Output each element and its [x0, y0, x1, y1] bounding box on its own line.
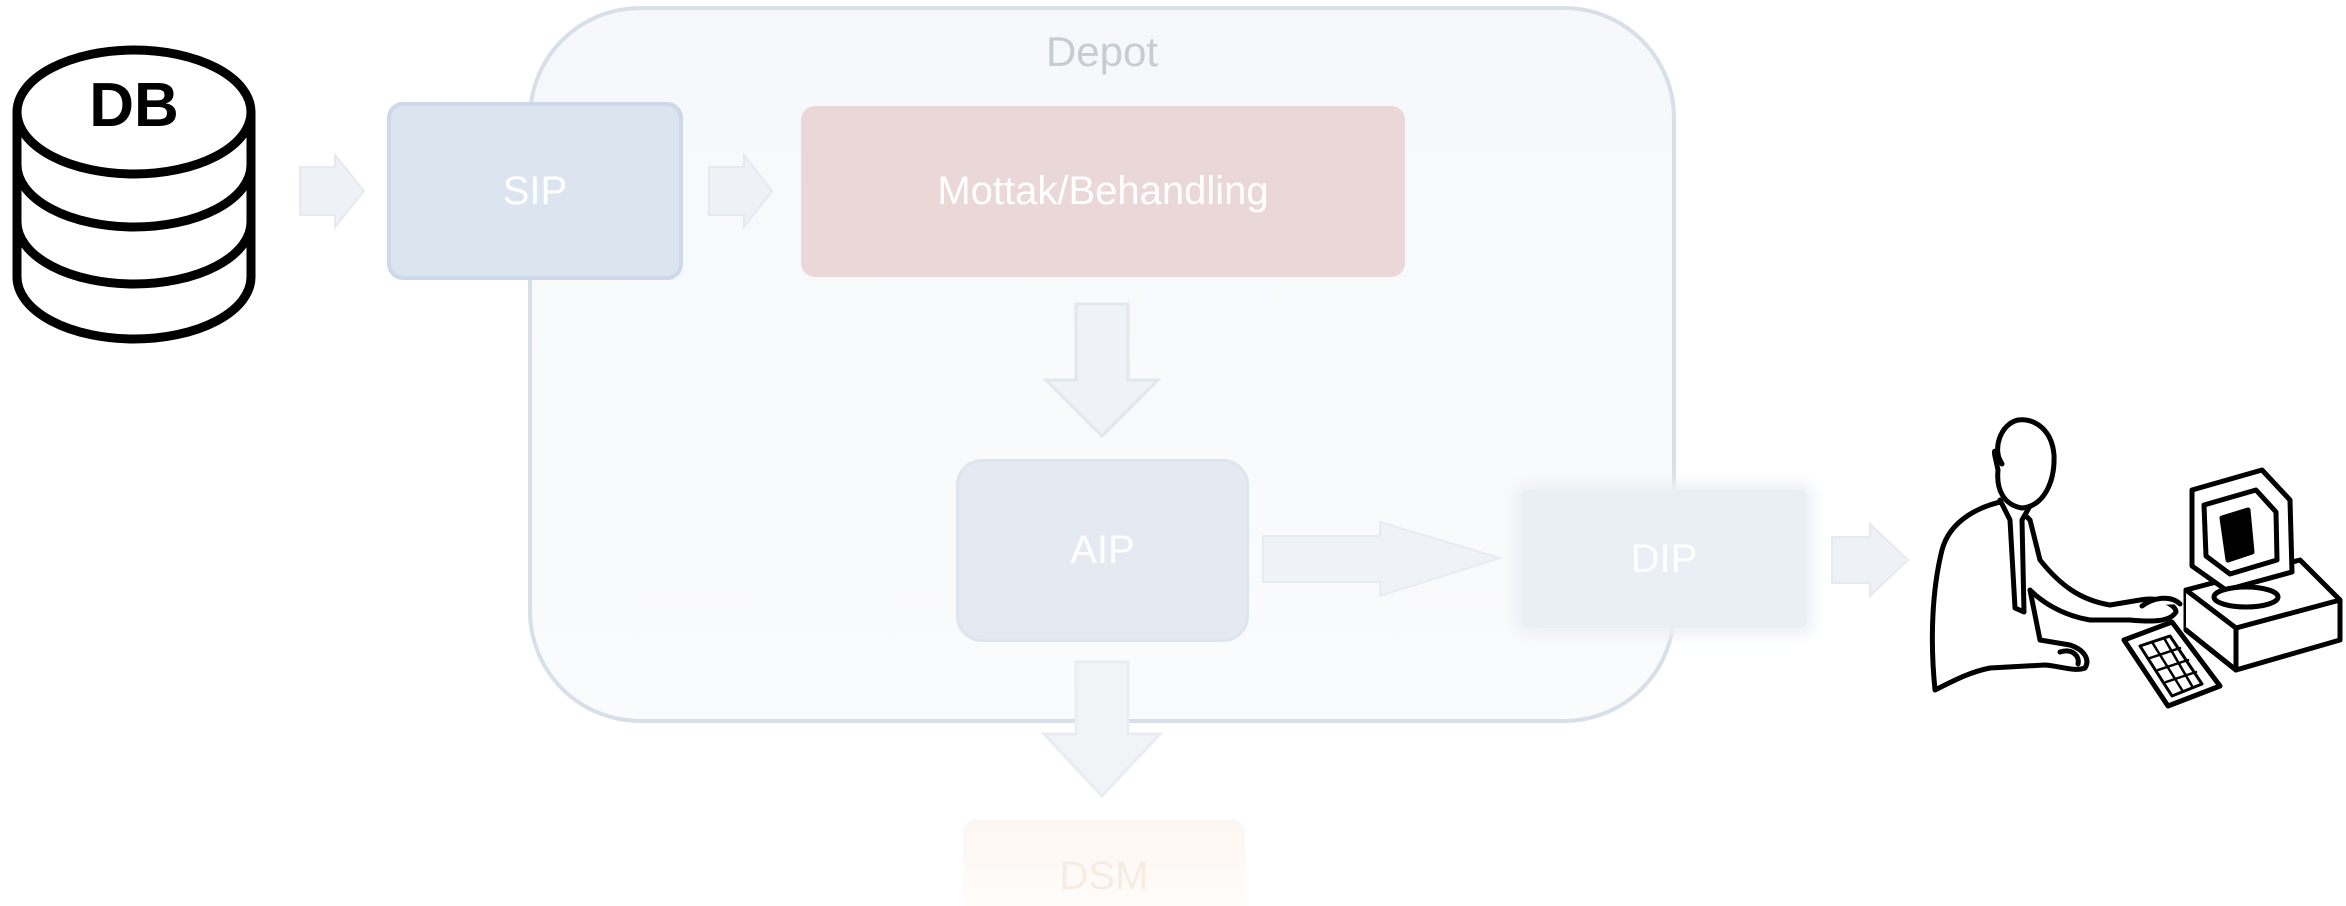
- arrow-right-icon: [1262, 520, 1504, 598]
- mottak-box: Mottak/Behandling: [801, 106, 1405, 277]
- aip-label: AIP: [1070, 528, 1135, 572]
- dsm-label: DSM: [1059, 854, 1149, 898]
- mottak-label: Mottak/Behandling: [937, 169, 1269, 213]
- arrow-right-icon: [1831, 521, 1910, 599]
- sip-label: SIP: [502, 168, 568, 213]
- depot-title: Depot: [1045, 28, 1159, 75]
- arrow-right-icon: [299, 152, 366, 230]
- dip-box: DIP: [1522, 490, 1806, 628]
- user-at-computer-icon: [1929, 417, 2343, 709]
- aip-box: AIP: [956, 459, 1249, 642]
- dsm-box: DSM: [963, 820, 1245, 906]
- database-icon: [12, 45, 256, 344]
- dip-label: DIP: [1630, 536, 1698, 581]
- sip-box: SIP: [387, 102, 683, 280]
- arrow-down-icon: [1042, 302, 1162, 439]
- database-label: DB: [89, 71, 179, 140]
- arrow-right-icon: [708, 152, 774, 230]
- arrow-down-icon: [1040, 660, 1164, 799]
